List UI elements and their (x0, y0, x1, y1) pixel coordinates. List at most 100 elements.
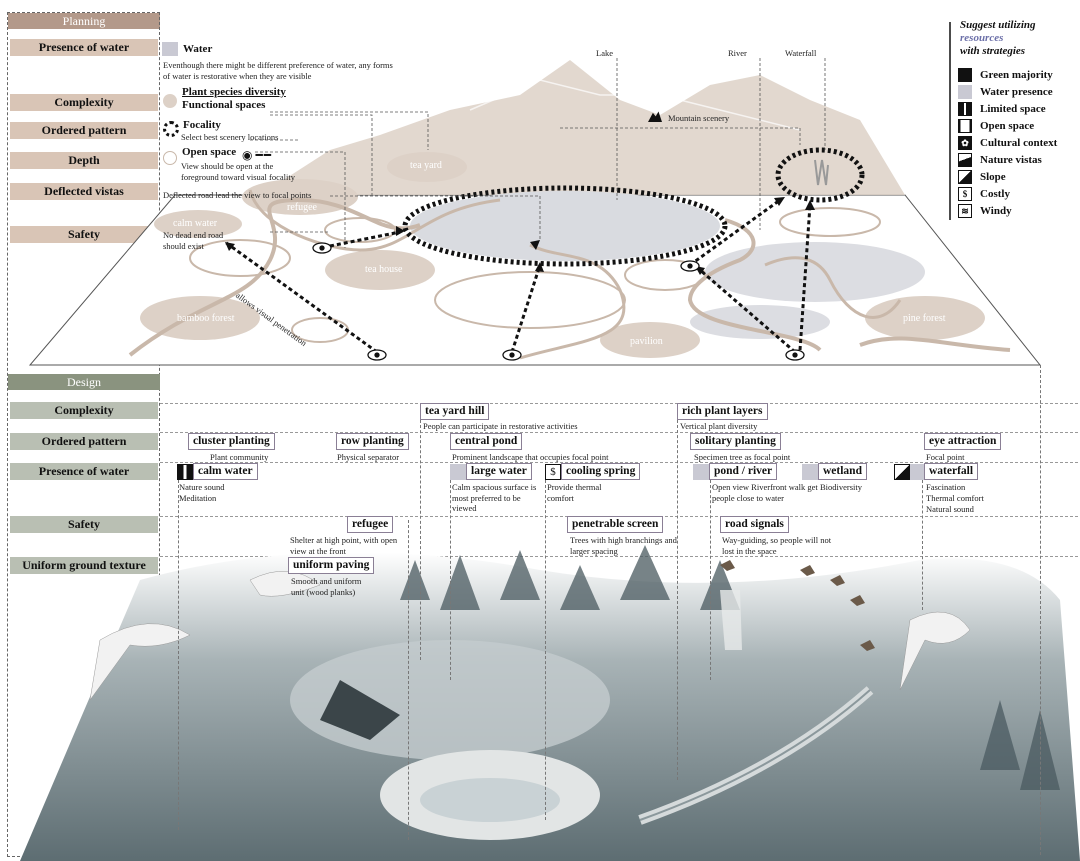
waterfall-label: Waterfall (785, 48, 817, 58)
water-note: Eventhough there might be different pref… (163, 60, 393, 81)
water-presence-icon (802, 464, 818, 480)
penetrable-screen-box: penetrable screen (567, 516, 664, 533)
design-row-uniform-ground: Uniform ground texture (10, 557, 158, 574)
large-water-note: Calm spacious surface is most preferred … (452, 482, 537, 513)
plant-diversity-title: Plant species diversity (182, 86, 286, 98)
connector-line (922, 480, 923, 610)
open-space-note: View should be open at the foreground to… (181, 161, 296, 182)
refugee-label: refugee (287, 202, 317, 213)
river-label: River (728, 48, 747, 58)
guide-line (160, 403, 1078, 404)
dollar-icon: $ (545, 464, 561, 480)
rich-plant-note: Vertical plant diversity (680, 421, 758, 431)
eye-attraction-note: Focal point (926, 452, 965, 462)
eye-attraction-box: eye attraction (924, 433, 1002, 450)
waterfall-note-1: Fascination (926, 482, 966, 492)
planning-header: Planning (8, 13, 160, 29)
water-presence-icon (910, 464, 924, 480)
penetrable-screen-note: Trees with high branchings and larger sp… (570, 535, 677, 556)
road-signals-note: Way-guiding, so people will not lost in … (722, 535, 832, 556)
legend-title: Suggest utilizing resources with strateg… (960, 19, 1036, 57)
open-space-icon (958, 119, 972, 134)
legend-windy: ≋Windy (958, 204, 1012, 219)
cooling-spring-note: Provide thermal comfort (547, 482, 602, 503)
wetland-box: wetland (818, 463, 867, 480)
legend-limited-space: Limited space (958, 102, 1046, 117)
tea-yard-hill-note: People can participate in restorative ac… (423, 421, 578, 431)
row-deflected-vistas: Deflected vistas (10, 183, 158, 200)
pond-river-box: pond / river (709, 463, 778, 480)
legend-open-space: Open space (958, 119, 1034, 134)
legend-costly: $Costly (958, 187, 1010, 202)
legend-cultural-context: ✿Cultural context (958, 136, 1057, 151)
uniform-paving-note: Smooth and uniform unit (wood planks) (291, 576, 362, 597)
calm-water-note: Nature sound Meditation (179, 482, 225, 503)
mountain-icon (648, 111, 662, 122)
cooling-spring-box: cooling spring (561, 463, 641, 480)
connector-line (178, 480, 179, 830)
row-depth: Depth (10, 152, 158, 169)
solitary-planting-box: solitary planting (690, 433, 781, 450)
tea-yard-label: tea yard (410, 160, 442, 171)
wetland-note: Biodiversity (820, 482, 863, 492)
lake-label: Lake (596, 48, 613, 58)
connector-line (677, 420, 678, 780)
pavilion-label: pavilion (630, 336, 663, 347)
focality-icon (163, 121, 179, 137)
row-ordered-pattern: Ordered pattern (10, 122, 158, 139)
connector-line (420, 420, 421, 660)
mountain-icon (958, 153, 972, 168)
design-row-presence-of-water: Presence of water (10, 463, 158, 480)
connector-line (1040, 365, 1041, 855)
water-icon (162, 42, 178, 56)
limited-space-icon (958, 102, 972, 117)
tea-house-label: tea house (365, 264, 403, 275)
water-presence-icon (450, 464, 466, 480)
uniform-paving-box: uniform paving (288, 557, 375, 574)
guide-line (160, 432, 1078, 433)
legend-green-majority: Green majority (958, 68, 1053, 83)
solitary-planting-note: Specimen tree as focal point (694, 452, 791, 462)
road-signals-box: road signals (720, 516, 789, 533)
eye-icon: ◉ ━ ━ (242, 148, 271, 162)
open-space-title: Open space (182, 146, 237, 158)
pond-river-note: Open view Riverfront walk get people clo… (712, 482, 818, 503)
deflected-note: Deflected road lead the view to focal po… (163, 190, 312, 200)
legend-nature-vistas: Nature vistas (958, 153, 1042, 168)
slope-icon (958, 170, 972, 185)
central-pond-box: central pond (450, 433, 523, 450)
focality-title: Focality (183, 119, 221, 131)
row-safety: Safety (10, 226, 158, 243)
rich-plant-box: rich plant layers (677, 403, 768, 420)
cultural-context-icon: ✿ (958, 136, 972, 151)
open-space-icon (163, 151, 177, 165)
legend-water-presence: Water presence (958, 85, 1053, 100)
guide-line (160, 556, 1078, 557)
safety-note: No dead end road should exist (163, 230, 224, 251)
landscape-render (20, 540, 1080, 861)
cluster-planting-note: Plant community (210, 452, 269, 462)
bamboo-forest-label: bamboo forest (177, 313, 235, 324)
limited-space-icon (177, 464, 193, 480)
water-presence-icon (693, 464, 709, 480)
refugee-box: refugee (347, 516, 394, 533)
wind-icon: ≋ (958, 204, 972, 219)
dollar-icon: $ (958, 187, 972, 202)
connector-line (408, 520, 409, 840)
row-planting-note: Physical separator (337, 452, 400, 462)
row-planting-box: row planting (336, 433, 409, 450)
tea-yard-hill-box: tea yard hill (420, 403, 490, 420)
slope-icon (894, 464, 910, 480)
design-row-ordered-pattern: Ordered pattern (10, 433, 158, 450)
pine-forest-label: pine forest (903, 313, 946, 324)
calm-water-box: calm water (193, 463, 258, 480)
cluster-planting-box: cluster planting (188, 433, 275, 450)
connector-line (710, 480, 711, 680)
functional-spaces-title: Functional spaces (182, 99, 266, 111)
design-row-safety: Safety (10, 516, 158, 533)
connector-line (545, 480, 546, 820)
large-water-box: large water (466, 463, 532, 480)
row-presence-of-water: Presence of water (10, 39, 158, 56)
waterfall-note-2: Thermal comfort (926, 493, 984, 503)
grey-square-icon (958, 85, 972, 100)
